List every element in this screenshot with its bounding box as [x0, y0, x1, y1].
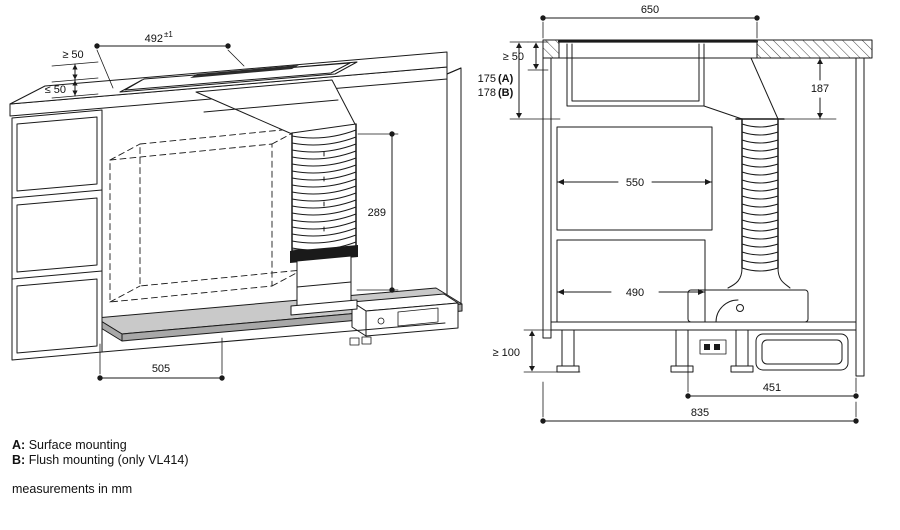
legend-text-a: Surface mounting: [28, 438, 127, 452]
dim-blower-width-label: 451: [763, 382, 781, 394]
left-perspective-view: 492 ±1 ≥ 50 ≤ 50 289 505: [9, 30, 463, 381]
dim-plinth-height: ≥ 100: [493, 329, 581, 373]
duct-connector: [290, 245, 358, 316]
dim-top-clearance-label: ≥ 50: [62, 49, 83, 61]
cabinet-base-edge: [101, 322, 446, 353]
flexible-duct: [291, 123, 357, 252]
dim-counter-depth: 650: [540, 4, 760, 39]
dim-duct-drop: 187: [783, 57, 837, 120]
legend: A: Surface mounting B: Flush mounting (o…: [12, 438, 189, 497]
cooktop-section: [557, 40, 779, 120]
dim-duct-drop-label: 187: [811, 83, 829, 95]
cabinet-floor: [550, 321, 857, 331]
dim-total-depth: 835: [540, 381, 859, 424]
dim-cutout-tolerance-label: ±1: [164, 30, 173, 39]
lower-drawer-cavity: 490: [556, 239, 706, 323]
dim-total-depth-label: 835: [691, 407, 709, 419]
intake-plenum: [195, 79, 357, 135]
dim-lower-cavity-label: 490: [626, 287, 644, 299]
drawer-stack: [11, 109, 103, 361]
dim-counter-depth-label: 650: [641, 4, 659, 16]
dim-duct-height: 289: [356, 131, 399, 293]
legend-line-a: A: Surface mounting: [12, 438, 189, 453]
worktop-section: [542, 39, 873, 59]
legend-key-b: B:: [12, 452, 26, 467]
dim-upper-cavity-label: 550: [626, 177, 644, 189]
cooktop: [119, 61, 358, 93]
dim-counter-thickness-label: ≤ 50: [45, 84, 66, 96]
dim-mount-depth-a-value: 175: [478, 73, 496, 85]
right-section-view: 550 490: [478, 4, 873, 424]
duct-section: [727, 118, 791, 289]
plinth-outlet-grille: [755, 333, 849, 371]
blower-unit: [349, 293, 459, 346]
dim-base-depth: 505: [97, 337, 225, 381]
left-side-panel: [542, 57, 552, 339]
dim-rear-clearance-label: ≥ 50: [503, 51, 524, 63]
dim-mount-depth-a-key: (A): [498, 73, 514, 85]
hidden-cavity-outline: [109, 127, 303, 303]
dim-clearances: ≥ 50 ≤ 50: [45, 49, 99, 99]
dim-cutout-width-label: 492: [145, 33, 163, 45]
dim-rear-clearance: ≥ 50: [503, 41, 549, 71]
dim-base-depth-label: 505: [152, 363, 170, 375]
legend-line-b: B: Flush mounting (only VL414): [12, 453, 189, 468]
units-note: measurements in mm: [12, 482, 133, 496]
dim-plinth-height-label: ≥ 100: [493, 347, 520, 359]
adjacent-wall-panel: [446, 67, 462, 313]
dim-blower-width: 451: [685, 343, 859, 399]
right-wall-panel: [855, 57, 865, 377]
legend-text-b: Flush mounting (only VL414): [28, 452, 189, 467]
dim-mounting-depth: 175 (A) 178 (B): [478, 41, 561, 120]
dim-mount-depth-b-key: (B): [498, 87, 514, 99]
plinth-legs: [556, 329, 754, 373]
upper-drawer-cavity: 550: [556, 126, 713, 231]
dim-cutout-width: 492 ±1: [94, 30, 245, 89]
blower-section: [687, 289, 809, 323]
dim-mount-depth-b-value: 178: [478, 87, 496, 99]
dim-duct-height-label: 289: [368, 207, 386, 219]
legend-key-a: A:: [12, 438, 26, 452]
